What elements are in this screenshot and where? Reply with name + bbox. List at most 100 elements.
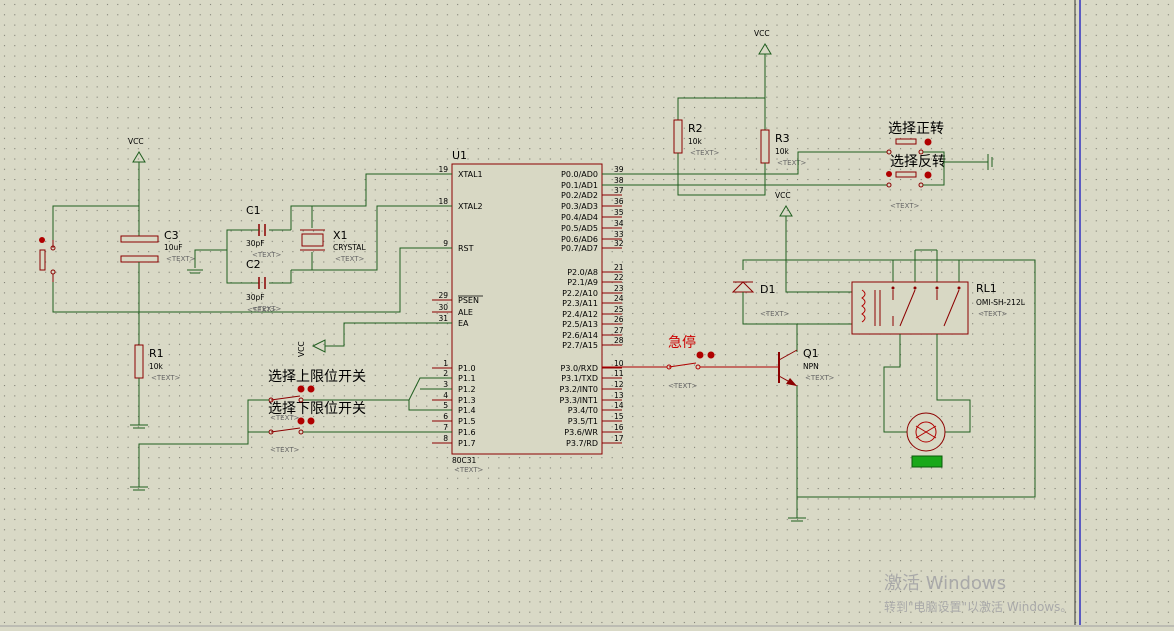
mcu-pin-number: 31: [438, 314, 448, 323]
wire-c2: [269, 270, 292, 284]
c3-ref: C3: [164, 229, 179, 242]
estop-switch[interactable]: <TEXT>: [602, 362, 779, 390]
forward-button[interactable]: [886, 138, 932, 155]
mcu-pin-name: P3.0/RXD: [561, 364, 598, 373]
mcu-pin-number: 18: [438, 197, 448, 206]
wire-vcc-c3: [52, 162, 140, 240]
mcu-pin-number: 3: [443, 380, 448, 389]
mcu-pin-name: P3.6/WR: [564, 428, 598, 437]
mcu-pin-name: P0.6/AD6: [561, 235, 598, 244]
r1-value: 10k: [149, 362, 164, 371]
wire-limit-p13: [408, 400, 452, 411]
mcu-pin-name: P2.1/A9: [567, 278, 598, 287]
wire-xtal2: [291, 205, 452, 271]
mcu-text: <TEXT>: [454, 466, 484, 474]
estop-indicator: [707, 351, 715, 359]
d1-text: <TEXT>: [760, 310, 790, 318]
mcu-pin-number: 14: [614, 401, 624, 410]
c3-text: <TEXT>: [166, 255, 196, 263]
motor-icon[interactable]: [906, 412, 946, 468]
wire-upper-limit: [303, 377, 452, 401]
mcu-pin-number: 22: [614, 273, 624, 282]
mcu-pin-name: RST: [458, 244, 474, 253]
mcu-pin-number: 35: [614, 208, 624, 217]
mcu-pin-name: P0.2/AD2: [561, 191, 598, 200]
mcu-pin-number: 16: [614, 423, 624, 432]
mcu-pin-number: 29: [438, 291, 448, 300]
reverse-button[interactable]: [886, 171, 932, 188]
mcu-pin-name: P0.3/AD3: [561, 202, 598, 211]
mcu-pin-number: 34: [614, 219, 624, 228]
mcu-pin-number: 19: [438, 165, 448, 174]
c2-value: 30pF: [246, 293, 265, 302]
mcu-pin-name: P2.3/A11: [562, 299, 598, 308]
mcu-pin-number: 12: [614, 380, 624, 389]
wire-forward-btn: [678, 151, 887, 175]
wire-btn-gnd-2: [923, 162, 945, 186]
mcu-pin-number: 27: [614, 326, 624, 335]
wire-diode-bottom: [742, 292, 852, 325]
mcu-pin-name: P1.1: [458, 374, 476, 383]
ground-icon: [187, 269, 203, 274]
mcu-pin-name: P2.4/A12: [562, 310, 598, 319]
lower-limit-text: <TEXT>: [270, 446, 300, 454]
r2-ref: R2: [688, 122, 703, 135]
c3-value: 10uF: [164, 243, 183, 252]
mcu-pin-name: P0.4/AD4: [561, 213, 598, 222]
watermark-line2: 转到"电脑设置"以激活 Windows。: [884, 599, 1072, 614]
mcu-pin-number: 36: [614, 197, 624, 206]
wire-xtal1: [290, 173, 452, 230]
wire-limit-gnd: [138, 432, 249, 487]
rl1-value: OMI-SH-212L: [976, 298, 1026, 307]
mcu-pin-name: XTAL2: [458, 202, 483, 211]
vcc-ea-label: VCC: [297, 341, 306, 357]
mcu-pin-name: P0.5/AD5: [561, 224, 598, 233]
r3-value: 10k: [775, 147, 790, 156]
mcu-pin-number: 7: [443, 423, 448, 432]
mcu-left-pins: 19XTAL118XTAL29RST29PSEN30ALE31EA1P1.02P…: [432, 165, 483, 448]
wire-limit-common: [247, 399, 269, 433]
resistor-r3[interactable]: R3 10k <TEXT>: [760, 129, 807, 167]
mcu-pin-number: 5: [443, 401, 448, 410]
c1-text: <TEXT>: [252, 251, 282, 259]
q1-text: <TEXT>: [805, 374, 835, 382]
wire-relay-motor-2: [936, 334, 971, 433]
mcu-pin-number: 24: [614, 294, 624, 303]
mcu-pin-name: ALE: [458, 308, 473, 317]
capacitor-c3[interactable]: C3 10uF <TEXT>: [120, 229, 196, 263]
reset-button-text: <TEXT>: [247, 306, 277, 314]
mcu-pin-name: P3.7/RD: [566, 439, 598, 448]
mcu-pin-name: P0.7/AD7: [561, 244, 598, 253]
lower-limit-label: 选择下限位开关: [268, 401, 366, 417]
upper-limit-label: 选择上限位开关: [268, 369, 366, 385]
x1-value: CRYSTAL: [333, 243, 366, 252]
reset-button[interactable]: [39, 237, 56, 282]
mcu-body[interactable]: [451, 163, 603, 455]
estop-indicator: [696, 351, 704, 359]
crystal-x1[interactable]: X1 CRYSTAL <TEXT>: [300, 229, 366, 263]
vcc-top-label: VCC: [754, 29, 770, 38]
mcu-right-pins: 39P0.0/AD038P0.1/AD137P0.2/AD236P0.3/AD3…: [559, 165, 623, 448]
upper-limit-text: <TEXT>: [270, 414, 300, 422]
watermark-line1: 激活 Windows: [884, 573, 1006, 594]
capacitor-c2[interactable]: C2 30pF <TEXT>: [246, 258, 282, 313]
mcu-u1[interactable]: U1 19XTAL118XTAL29RST29PSEN30ALE31EA1P1.…: [432, 149, 624, 474]
relay-rl1[interactable]: RL1 OMI-SH-212L <TEXT>: [851, 281, 1026, 335]
mcu-pin-number: 25: [614, 305, 624, 314]
mcu-pin-number: 13: [614, 391, 624, 400]
r3-text: <TEXT>: [777, 159, 807, 167]
relay-coil-icon: [861, 289, 866, 323]
rl1-text: <TEXT>: [978, 310, 1008, 318]
estop-text: <TEXT>: [668, 382, 698, 390]
vcc-relay-label: VCC: [775, 191, 791, 200]
forward-btn-label: 选择正转: [888, 121, 944, 137]
c2-ref: C2: [246, 258, 261, 271]
mcu-pin-number: 39: [614, 165, 624, 174]
mcu-pin-name: P2.6/A14: [562, 331, 598, 340]
mcu-pin-name: P1.4: [458, 406, 476, 415]
c1-ref: C1: [246, 204, 261, 217]
mcu-pin-name: XTAL1: [458, 170, 483, 179]
mcu-pin-number: 38: [614, 176, 624, 185]
lower-limit-indicator: [297, 417, 305, 425]
